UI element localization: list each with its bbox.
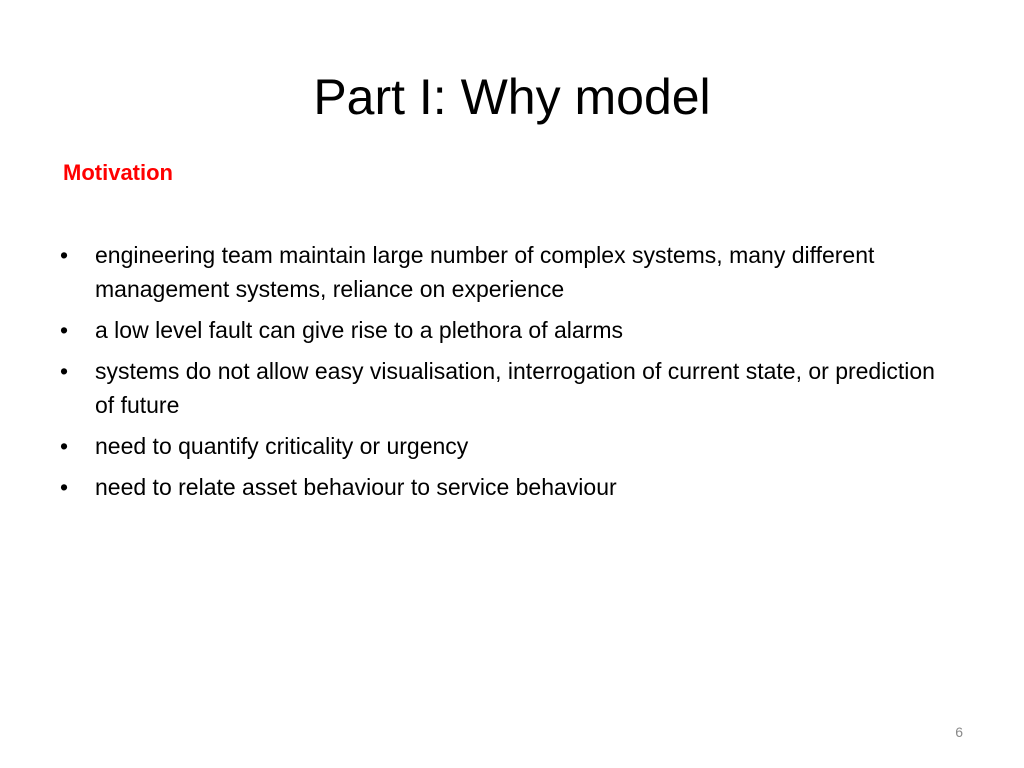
section-heading: Motivation [63, 160, 173, 185]
list-item: • engineering team maintain large number… [60, 238, 960, 306]
slide-title: Part I: Why model [313, 69, 711, 125]
list-item: • systems do not allow easy visualisatio… [60, 354, 960, 422]
bullet-icon: • [60, 433, 69, 459]
bullet-icon: • [60, 474, 69, 500]
list-item: • need to relate asset behaviour to serv… [60, 470, 960, 504]
list-item: • a low level fault can give rise to a p… [60, 313, 960, 347]
bullet-text: engineering team maintain large number o… [95, 242, 875, 302]
list-item: • need to quantify criticality or urgenc… [60, 429, 960, 463]
bullet-text: need to relate asset behaviour to servic… [95, 474, 617, 500]
bullet-list: • engineering team maintain large number… [60, 238, 960, 511]
bullet-text: a low level fault can give rise to a ple… [95, 317, 623, 343]
page-number: 6 [955, 724, 963, 740]
bullet-icon: • [60, 242, 69, 268]
bullet-text: systems do not allow easy visualisation,… [95, 358, 935, 418]
bullet-icon: • [60, 358, 69, 384]
bullet-text: need to quantify criticality or urgency [95, 433, 469, 459]
bullet-icon: • [60, 317, 69, 343]
